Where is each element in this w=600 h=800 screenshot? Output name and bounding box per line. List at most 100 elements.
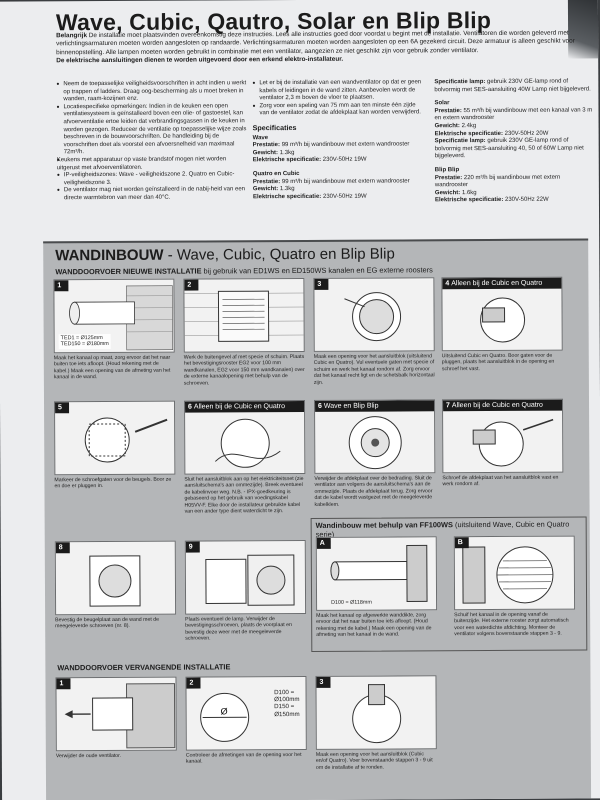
- step-number-value: 4: [445, 280, 450, 288]
- spec-value: 230V-50Hz 19W: [322, 156, 367, 164]
- specs-columns: Neem de toepasselijke veiligheidsvoorsch…: [56, 78, 593, 239]
- terminal-block-illustration: [480, 297, 526, 343]
- step-number: 3: [316, 676, 331, 688]
- mounting-column: Let er bij de installatie van een wandve…: [252, 79, 423, 207]
- step-number: 4 Alleen bij de Cubic en Quatro: [442, 277, 563, 290]
- installation-panel: WANDINBOUW - Wave, Cubic, Quatro en Blip…: [43, 238, 592, 800]
- spec-quatro-cubic: Quatro en Cubic Prestatie: 99 m³/h bij w…: [253, 170, 423, 201]
- intro-paragraph: Belangrijk De installatie moet plaatsvin…: [56, 30, 576, 66]
- step-caption: Verwijder de afdekplaat over de bedradin…: [314, 475, 433, 508]
- step-illustration: 2 Ø D100 = Ø100mm D150 = Ø150mm: [185, 675, 307, 751]
- safety-item: Keukens met apparatuur op vaste brandsto…: [57, 156, 247, 172]
- step-variant: Wave en Blip Blip: [323, 402, 379, 410]
- step-illustration: 6 Wave en Blip Blip: [313, 399, 436, 474]
- replacement-heading: WANDDOORVOER VERVANGENDE INSTALLATIE: [57, 662, 230, 672]
- step-illustration: A D100 = Ø118mm: [315, 536, 438, 611]
- safety-item: Locatiespecifieke opmerkingen: Indien in…: [56, 103, 246, 157]
- step-9: 9 Plaats eventueel de lamp. Verwijder de…: [184, 539, 307, 642]
- step-7: 7 Alleen bij de Cubic en Quatro Schroef …: [441, 398, 564, 488]
- safety-item: IP-veiligheidszones: Wave - veiligheidsz…: [57, 171, 247, 187]
- spec-label: Specificatie lamp:: [434, 138, 486, 145]
- step-number: 7 Alleen bij de Cubic en Quatro: [443, 399, 564, 412]
- front-plate-illustration: [205, 554, 295, 606]
- spec-value: 230V-50Hz 19W: [322, 193, 367, 200]
- spec-lamp-top: Specificatie lamp: gebruik 230V GE-lamp …: [434, 78, 594, 94]
- step-caption: Werk de buitengevel af met specie of sch…: [183, 353, 305, 387]
- duct-illustration: [69, 285, 174, 351]
- step-caption: Plaats eventueel de lamp. Verwijder de b…: [185, 616, 292, 642]
- replacement-heading-bold: WANDDOORVOER VERVANGENDE INSTALLATIE: [57, 662, 231, 673]
- ff100ws-heading-bold: Wandinbouw met behulp van FF100WS: [315, 520, 453, 530]
- mounting-item: Let er bij de installatie van een wandve…: [252, 79, 422, 103]
- new-install-heading-rest: bij gebruik van ED1WS en ED150WS kanalen…: [201, 265, 433, 276]
- step-8: 8 Bevestig de beugelplaat aan de wand me…: [54, 540, 177, 630]
- step-number: 5: [55, 402, 70, 414]
- step-illustration: 9: [184, 539, 307, 615]
- external-grille-illustration: [462, 546, 554, 604]
- safety-column: Neem de toepasselijke veiligheidsvoorsch…: [56, 80, 247, 202]
- step-number: B: [454, 537, 469, 549]
- spec-value: 230V-50Hz 22W: [504, 197, 549, 204]
- step-illustration: 6 Alleen bij de Cubic en Quatro: [184, 399, 306, 475]
- replace-step-3: 3 Maak een opening voor het aansluitblok…: [315, 675, 437, 771]
- new-install-heading-bold: WANDDOORVOER NIEUWE INSTALLATIE: [55, 266, 202, 277]
- spec-label: Prestatie:: [434, 107, 462, 115]
- replace-step-2: 2 Ø D100 = Ø100mm D150 = Ø150mm Controle…: [185, 675, 307, 765]
- spec-label: Elektrische specificatie:: [434, 130, 503, 137]
- step-variant: Alleen bij de Cubic en Quatro: [451, 401, 543, 410]
- step-number: 6 Alleen bij de Cubic en Quatro: [185, 400, 306, 413]
- step-caption: Bevestig de beugelplaat aan de wand met …: [55, 616, 159, 630]
- step-number: 6 Wave en Blip Blip: [315, 400, 436, 412]
- bracket-drill-illustration: [84, 417, 168, 463]
- ff100ws-section: Wandinbouw met behulp van FF100WS (uitsl…: [310, 516, 588, 652]
- step-number-value: 6: [318, 402, 322, 410]
- step-A: A D100 = Ø118mm Maak het kanaal op afgew…: [315, 536, 438, 639]
- lamp-column: Specificatie lamp: gebruik 230V GE-lamp …: [434, 78, 595, 211]
- step-caption: Schuif het kanaal in de opening vanaf de…: [454, 611, 569, 638]
- step-illustration: 3: [313, 277, 435, 352]
- spec-label: Gewicht:: [252, 149, 279, 156]
- spec-wave: Wave Prestatie: 99 m³/h bij wandinbouw m…: [253, 134, 423, 165]
- grille-illustration: [184, 290, 305, 342]
- step-illustration: 8: [54, 540, 177, 616]
- step-3: 3 Maak een opening voor het aansluitblok…: [313, 277, 435, 386]
- dim-value: Ø150mm: [274, 710, 300, 718]
- step-illustration: 3: [315, 675, 437, 750]
- spec-value: 1.6kg: [461, 189, 477, 196]
- spec-label: Gewicht:: [252, 186, 279, 193]
- step-caption: Maak het kanaal op afgewerkte wanddikte,…: [316, 612, 432, 639]
- step-number: 1: [56, 678, 71, 690]
- safety-item: De ventilator mag niet worden geïnstalle…: [57, 187, 247, 203]
- intro-warning: De elektrische aansluitingen dienen te w…: [56, 55, 344, 65]
- spec-value: 230V-50Hz 20W: [504, 130, 549, 137]
- spec-label: Elektrische specificatie:: [434, 197, 504, 204]
- d100-label: D100 = Ø118mm: [331, 599, 372, 606]
- step-variant: Alleen bij de Cubic en Quatro: [451, 279, 543, 288]
- step-caption: Markeer de schroefgaten voor de beugels.…: [54, 476, 172, 490]
- terminal-opening-illustration: [352, 684, 402, 744]
- step-caption: Verwijder de oude ventilator.: [55, 752, 122, 760]
- step-caption: Maak een opening voor het aansluitblok (…: [313, 353, 435, 386]
- step-number-value: 6: [188, 403, 192, 411]
- cover-plate-illustration: [472, 418, 554, 467]
- wall-opening-illustration: [344, 292, 402, 342]
- spec-label: Gewicht:: [434, 189, 461, 197]
- step-number: 8: [55, 542, 70, 554]
- spec-label: Elektrische specificatie:: [252, 193, 322, 200]
- spec-value: 1.3kg: [279, 149, 295, 156]
- step-number: A: [316, 537, 331, 549]
- step-B: B Schuif het kanaal in de opening vanaf …: [453, 535, 576, 638]
- step-6-wave: 6 Wave en Blip Blip Verwijder de afdekpl…: [313, 399, 436, 508]
- step-number-value: 7: [446, 402, 450, 410]
- step-illustration: 1: [55, 676, 177, 752]
- step-illustration: 4 Alleen bij de Cubic en Quatro: [441, 276, 563, 352]
- remove-fan-illustration: [64, 683, 176, 749]
- specs-heading: Specificaties: [252, 122, 297, 133]
- spec-solar: Solar Prestatie: 55 m³/h bij wandinbouw …: [434, 100, 594, 162]
- step-4: 4 Alleen bij de Cubic en Quatro Uitsluit…: [441, 276, 563, 373]
- step-variant: Alleen bij de Cubic en Quatro: [193, 403, 285, 411]
- spec-label: Prestatie:: [434, 174, 463, 181]
- spec-value: 1.3kg: [279, 186, 295, 193]
